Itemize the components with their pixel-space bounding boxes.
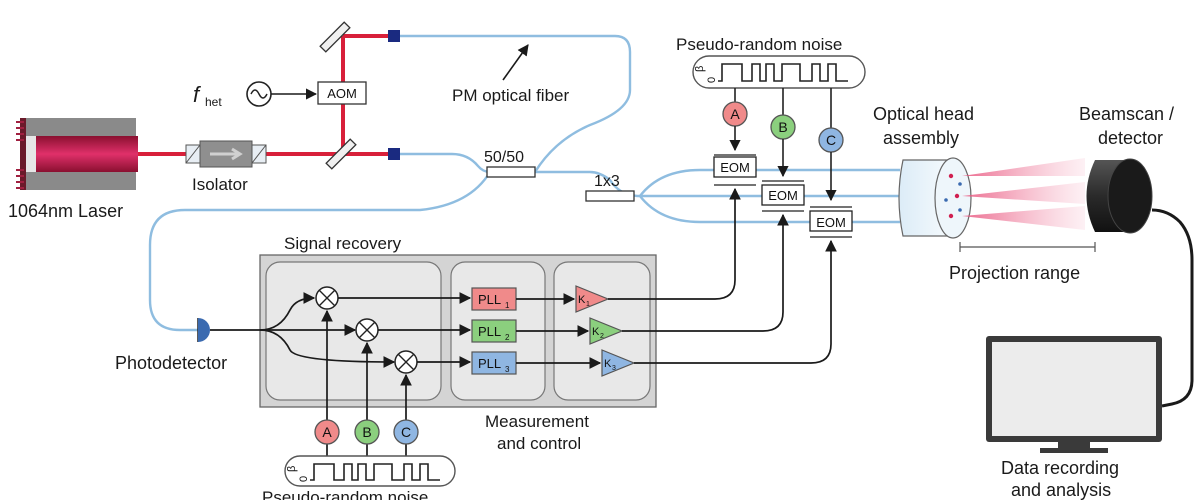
svg-text:β: β (286, 466, 298, 472)
eom-3: EOM (809, 206, 853, 238)
svg-text:PLL: PLL (478, 324, 501, 339)
isolator-label: Isolator (192, 175, 248, 194)
detector-icon (1086, 158, 1153, 234)
svg-text:B: B (778, 119, 787, 135)
splitter-5050-label: 50/50 (484, 149, 524, 166)
laser-label: 1064nm Laser (8, 201, 123, 221)
projection-range-label: Projection range (949, 263, 1080, 283)
svg-text:C: C (401, 424, 411, 440)
prn-waveform (718, 63, 848, 82)
svg-text:K: K (592, 326, 600, 338)
monitor-icon (986, 336, 1162, 453)
detector-cable (1151, 208, 1194, 408)
svg-text:2: 2 (600, 333, 604, 340)
optical-head-icon (898, 157, 972, 239)
pll-2: PLL 2 (471, 319, 517, 343)
signal-recovery-block (265, 261, 442, 401)
svg-text:1: 1 (505, 301, 510, 310)
prn-top-generator (692, 55, 866, 89)
code-b-marker-bottom (354, 419, 380, 445)
projection-beams (962, 158, 1085, 230)
measurement-label-2: and control (497, 434, 581, 453)
mixer-icon (355, 318, 379, 342)
code-c-marker-bottom (393, 419, 419, 445)
svg-text:B: B (362, 424, 371, 440)
svg-text:K: K (604, 358, 612, 370)
mirror-icon (319, 21, 351, 53)
data-recording-label-2: and analysis (1011, 480, 1111, 500)
svg-text:K: K (578, 294, 586, 306)
mixer-icon (394, 350, 418, 374)
svg-text:EOM: EOM (816, 215, 846, 230)
svg-text:A: A (730, 106, 740, 122)
code-a-marker-bottom (314, 419, 340, 445)
optical-head-label-2: assembly (883, 128, 959, 148)
svg-text:2: 2 (505, 333, 510, 342)
svg-text:C: C (826, 132, 836, 148)
aom-label: AOM (327, 86, 357, 101)
prn-waveform-bottom (310, 463, 440, 481)
svg-text:0: 0 (706, 77, 718, 83)
f-het-label: f (193, 82, 202, 107)
fiber-coupler-icon (388, 148, 400, 160)
laser-icon (16, 118, 138, 190)
projection-range-bar (959, 242, 1096, 252)
svg-text:3: 3 (505, 365, 510, 374)
amplifier-icon: K 2 (589, 317, 624, 345)
amplifier-icon: K 1 (575, 285, 610, 313)
f-het-subscript: het (205, 95, 222, 109)
splitter-1x3 (585, 190, 635, 202)
splitter-1x3-label: 1x3 (594, 173, 620, 190)
aom-box (317, 81, 367, 105)
svg-text:PLL: PLL (478, 356, 501, 371)
signal-recovery-label: Signal recovery (284, 234, 402, 253)
photodetector-icon (197, 318, 210, 342)
data-recording-label: Data recording (1001, 458, 1119, 478)
pll-1: PLL 1 (471, 287, 517, 311)
splitter-5050 (486, 166, 536, 178)
measurement-label: Measurement (485, 412, 589, 431)
eom-2: EOM (761, 180, 805, 212)
pll-3: PLL 3 (471, 351, 517, 375)
beamscan-label-2: detector (1098, 128, 1163, 148)
mixer-icon (315, 286, 339, 310)
prn-bottom-label: Pseudo-random noise (262, 488, 428, 500)
pm-fiber-label: PM optical fiber (452, 86, 569, 105)
svg-text:0: 0 (298, 476, 310, 482)
prn-top-label: Pseudo-random noise (676, 35, 842, 54)
svg-text:EOM: EOM (720, 160, 750, 175)
prn-bottom-generator (284, 455, 456, 487)
isolator-icon (185, 140, 267, 168)
eom-1: EOM (713, 154, 757, 186)
amplifier-icon: K 3 (601, 349, 636, 377)
svg-text:β: β (694, 66, 706, 72)
svg-text:3: 3 (612, 365, 616, 372)
svg-text:1: 1 (586, 301, 590, 308)
mirror-icon (325, 138, 357, 170)
signal-generator-icon (246, 81, 272, 107)
beamscan-label: Beamscan / (1079, 104, 1174, 124)
optical-head-label: Optical head (873, 104, 974, 124)
fiber-coupler-icon (388, 30, 400, 42)
photodetector-label: Photodetector (115, 353, 227, 373)
svg-text:EOM: EOM (768, 188, 798, 203)
pm-optical-fiber (148, 34, 900, 332)
svg-text:A: A (322, 424, 332, 440)
svg-text:PLL: PLL (478, 292, 501, 307)
